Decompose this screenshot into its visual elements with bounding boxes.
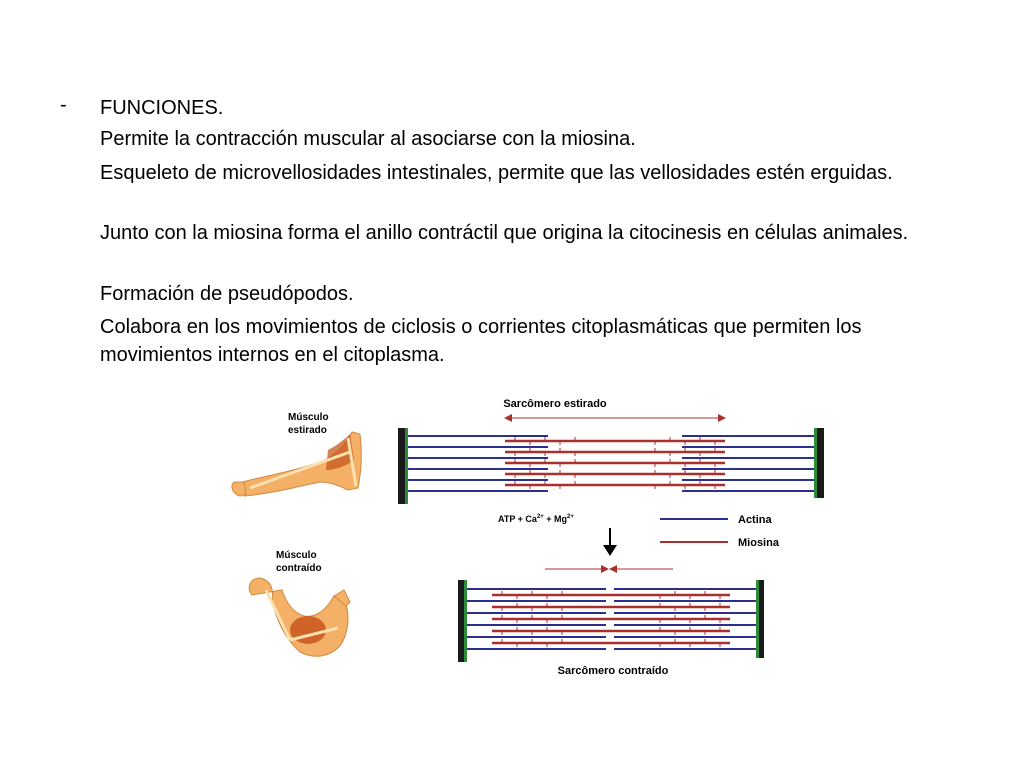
arm-stretched-label-line1: Músculo (288, 412, 329, 423)
myosin-heads-contracted (501, 591, 721, 647)
arm-contracted-illustration: Músculo contraído (248, 550, 351, 657)
z-disc-right-contracted (756, 580, 764, 658)
legend: Actina Miosina (660, 514, 780, 549)
function-item-5: Colabora en los movimientos de ciclosis … (100, 316, 862, 366)
actin-filaments-stretched (408, 435, 814, 492)
reaction-ca-sup: 2+ (537, 514, 544, 520)
legend-actina-label: Actina (738, 514, 773, 526)
reaction-mg-sup: 2+ (567, 514, 574, 520)
arm-contracted-label-line1: Músculo (276, 550, 317, 561)
function-item-1: Permite la contracción muscular al asoci… (100, 128, 636, 150)
myosin-heads-stretched (514, 437, 716, 489)
function-item-2: Esqueleto de microvellosidades intestina… (100, 162, 893, 184)
sarcomere-stretched-label: Sarcômero estirado (503, 398, 607, 410)
section-heading: FUNCIONES. (100, 97, 224, 119)
myosin-filaments-stretched (505, 439, 725, 487)
reaction-annotation: ATP + Ca2+ + Mg2+ (498, 514, 617, 556)
sarcomere-stretched: Sarcômero estirado (398, 398, 824, 504)
actin-filaments-contracted (467, 588, 756, 650)
function-item-3: Junto con la miosina forma el anillo con… (100, 222, 909, 244)
function-item-4: Formación de pseudópodos. (100, 283, 354, 305)
reaction-mg: + Mg (544, 514, 567, 524)
sarcomere-figure: Músculo estirado Músculo contraído Sarcô… (231, 398, 824, 677)
z-disc-left-stretched (398, 428, 408, 504)
z-disc-right-stretched (814, 428, 824, 498)
sarcomere-contracted-label: Sarcômero contraído (558, 665, 669, 677)
arm-contracted-label-line2: contraído (276, 563, 322, 574)
arm-stretched-illustration: Músculo estirado (231, 412, 362, 497)
z-disc-left-contracted (458, 580, 466, 662)
reaction-atp: ATP + Ca (498, 514, 538, 524)
myosin-filaments-contracted (492, 593, 730, 645)
bullet-dash: - (60, 94, 67, 116)
legend-miosina-label: Miosina (738, 537, 780, 549)
sarcomere-contracted: Sarcômero contraído (458, 565, 764, 677)
svg-text:ATP + Ca2+ + Mg2+: ATP + Ca2+ + Mg2+ (498, 514, 574, 524)
arm-stretched-label-line2: estirado (288, 425, 327, 436)
